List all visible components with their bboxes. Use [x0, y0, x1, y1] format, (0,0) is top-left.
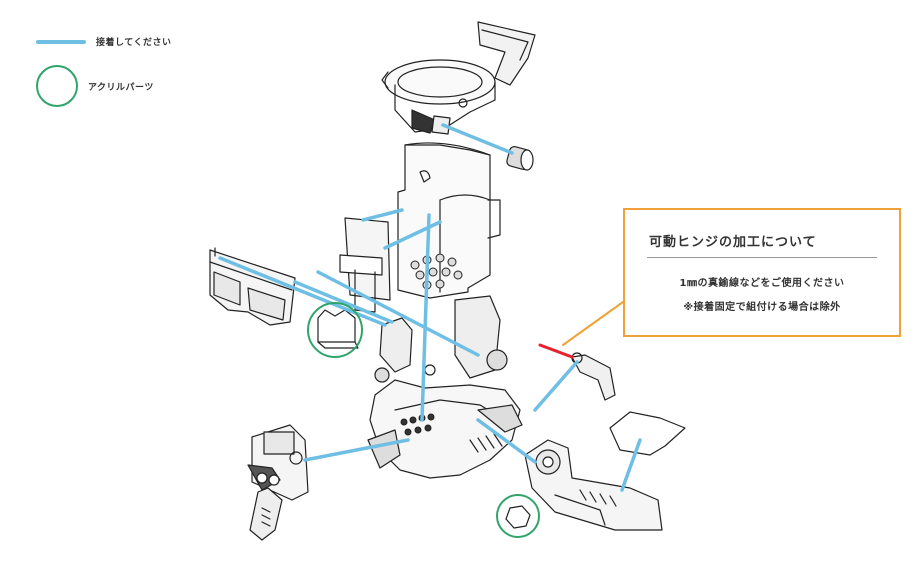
legend-acrylic: アクリルパーツ	[36, 65, 154, 107]
glue-line	[316, 270, 480, 357]
glue-line	[441, 123, 514, 155]
hinge-arm-part	[538, 343, 616, 401]
glue-line	[533, 360, 579, 412]
glue-line	[361, 208, 404, 222]
legend-acrylic-label: アクリルパーツ	[88, 82, 154, 93]
acrylic-markers	[307, 302, 540, 538]
acrylic-wing-part	[609, 411, 686, 456]
central-cylinder-part	[397, 142, 501, 299]
glue-line	[420, 213, 431, 422]
glue-line	[383, 220, 442, 250]
callout-title: 可動ヒンジの加工について	[649, 235, 817, 250]
hinge-callout-box: 可動ヒンジの加工について 1㎜の真鍮線などをご使用ください ※接着固定で組付ける…	[623, 208, 901, 337]
glue-line	[293, 280, 394, 324]
legend-glue: 接着してください	[36, 35, 171, 48]
glue-line	[303, 438, 410, 462]
acrylic-marker-circle	[307, 302, 363, 358]
glue-line	[620, 438, 642, 492]
right-leg-part	[524, 439, 663, 531]
top-head-part	[381, 21, 536, 134]
nozzle-part	[431, 115, 534, 171]
legend-glue-label: 接着してください	[96, 38, 172, 48]
acrylic-marker-circle	[496, 494, 540, 538]
goggle-part	[209, 247, 296, 326]
glue-line-swatch	[36, 39, 86, 44]
acrylic-small-part	[317, 309, 359, 349]
lower-body-part	[367, 295, 523, 479]
callout-leader-line	[562, 301, 624, 346]
callout-divider	[647, 257, 877, 258]
left-leg-part	[247, 424, 309, 541]
acrylic-circle-swatch	[36, 65, 78, 107]
rear-panel-part	[339, 217, 391, 313]
callout-line-2: ※接着固定で組付ける場合は除外	[683, 302, 841, 313]
callout-line-1: 1㎜の真鍮線などをご使用ください	[679, 278, 845, 289]
glue-line	[476, 418, 537, 464]
acrylic-octagon-part	[505, 505, 531, 529]
